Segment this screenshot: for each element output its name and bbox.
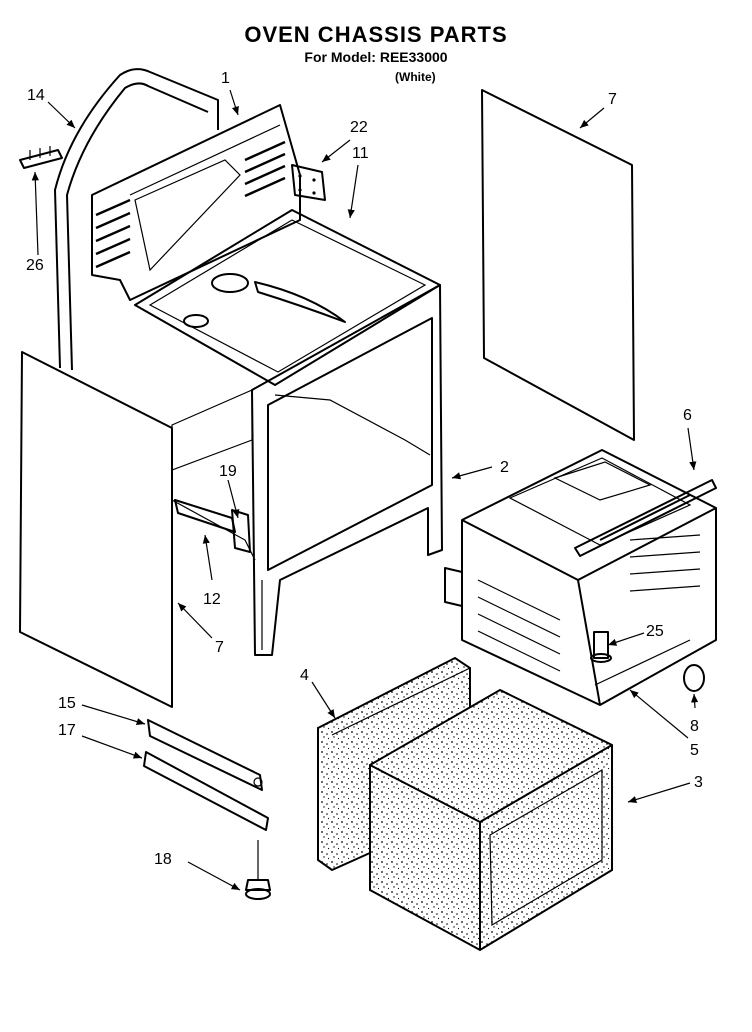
part-11-burner-box: [134, 209, 441, 386]
part-14-frame-tube: [54, 68, 219, 371]
callout-25: 25: [646, 623, 664, 640]
callout-6: 6: [683, 407, 692, 424]
part-15-rail: [147, 719, 263, 791]
callout-8: 8: [690, 718, 699, 735]
part-7-side-panel-left: [19, 351, 173, 708]
part-19-bracket: [231, 509, 251, 553]
callout-11: 11: [352, 145, 369, 162]
part-22-bracket: [291, 164, 326, 201]
diagram-title: OVEN CHASSIS PARTS: [244, 22, 508, 47]
callout-4: 4: [300, 667, 309, 684]
callout-12: 12: [203, 591, 221, 608]
callout-3: 3: [694, 774, 703, 791]
callout-14: 14: [27, 87, 45, 104]
part-25-light-socket: [590, 631, 612, 663]
vent-slots-left: [95, 198, 131, 269]
part-1-rear-panel: [91, 104, 301, 301]
callout-labels: 1 14 22 11 26 7 6 2 19 12 7 25 4 8 5 15 …: [26, 70, 703, 868]
part-5-oven-cavity: [444, 449, 717, 706]
callout-5: 5: [690, 742, 699, 759]
part-2-chassis-frame: [171, 284, 443, 656]
callout-7-top: 7: [608, 91, 617, 108]
rack-guides-left: [477, 579, 561, 672]
model-subtitle: For Model: REE33000: [304, 49, 448, 65]
leader-lines: [31, 89, 699, 891]
callout-19: 19: [219, 463, 237, 480]
part-8-light-lens: [683, 664, 705, 692]
part-12-rail: [174, 499, 236, 533]
callout-26: 26: [26, 257, 44, 274]
part-7-side-panel-right: [481, 89, 635, 441]
vent-slots-right: [244, 140, 286, 198]
callout-18: 18: [154, 851, 172, 868]
part-6-oven-rack: [574, 479, 717, 557]
callout-15: 15: [58, 695, 76, 712]
callout-2: 2: [500, 459, 509, 476]
callout-22: 22: [350, 119, 368, 136]
part-26-clip: [19, 146, 63, 169]
color-variant: (White): [395, 70, 436, 84]
callout-1: 1: [221, 70, 230, 87]
part-3-insulation-box: [369, 688, 613, 952]
part-17-rail: [143, 751, 269, 831]
part-18-leveling-leg: [245, 840, 271, 900]
callout-7-bottom: 7: [215, 639, 224, 656]
rack-guides-right: [629, 534, 701, 592]
callout-17: 17: [58, 722, 76, 739]
